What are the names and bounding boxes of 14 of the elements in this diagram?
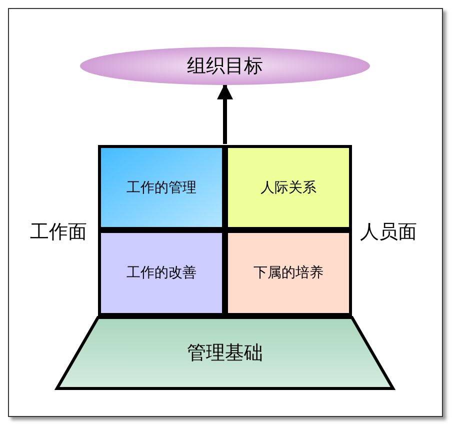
node-label: 下属的培养 <box>254 264 324 282</box>
node-label: 管理基础 <box>187 341 263 366</box>
quadrant-box <box>98 230 225 316</box>
side-label: 人员面 <box>360 220 417 245</box>
node-label: 工作的管理 <box>126 178 196 196</box>
node-label: 人际关系 <box>260 178 316 196</box>
node-label: 组织目标 <box>187 54 263 79</box>
quadrant-box <box>225 145 352 230</box>
side-label: 工作面 <box>30 220 87 245</box>
node-label: 工作的改善 <box>126 264 196 282</box>
arrow <box>217 83 233 144</box>
quadrant-box <box>98 145 225 230</box>
goal-ellipse <box>80 47 370 85</box>
quadrant-box <box>225 230 352 316</box>
